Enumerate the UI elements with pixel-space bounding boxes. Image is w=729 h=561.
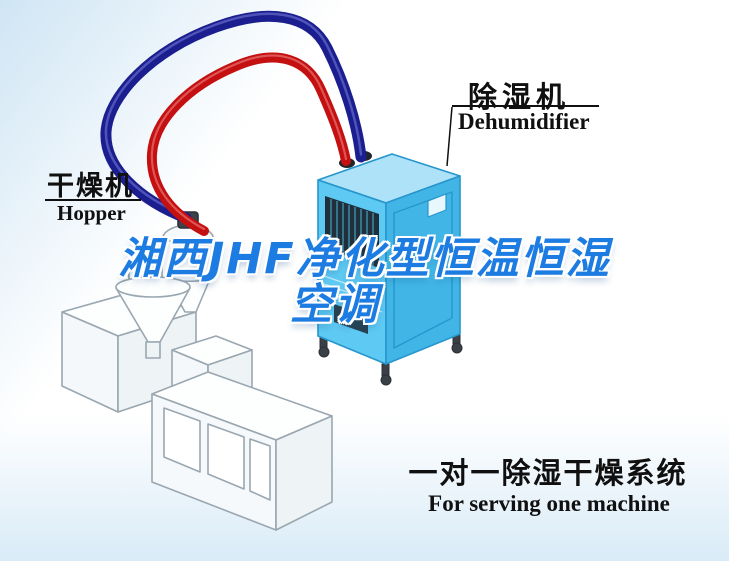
- hopper-assembly: [115, 211, 215, 359]
- hopper-funnel-rim: [115, 276, 191, 298]
- dryer-label-cn: 干燥机: [47, 171, 134, 202]
- dry-air-pipe-highlight: [150, 54, 348, 231]
- watermark-text: 湘西JHF净化型恒温恒湿 空调: [0, 234, 729, 330]
- air-inlet-grille-slats: [330, 199, 374, 266]
- system-title-en: For serving one machine: [428, 491, 670, 516]
- dry-air-pipe: [146, 52, 351, 236]
- hopper-funnel-stem: [145, 341, 161, 359]
- front-louvers: [323, 275, 383, 313]
- return-air-pipe-highlight: [104, 12, 363, 217]
- cabinet-door-panel: [207, 423, 245, 490]
- cabinet-door-panel: [249, 438, 271, 501]
- dehumidifier-leader-line: [446, 106, 453, 167]
- system-title-cn: 一对一除湿干燥系统: [408, 456, 688, 490]
- air-outlet-grille: [334, 304, 368, 334]
- dehumidifier-label-en: Dehumidifier: [458, 109, 590, 134]
- watermark-line2: 空调: [289, 279, 380, 330]
- air-inlet-grille: [325, 196, 379, 268]
- dehumidifier-side-face: [385, 175, 461, 365]
- dryer-label-en: Hopper: [57, 201, 126, 225]
- cabinet-side-face: [275, 415, 333, 531]
- dehumidifier-unit: [317, 151, 463, 386]
- watermark-line1: 湘西JHF净化型恒温恒湿: [118, 234, 611, 284]
- cabinet-door-panel: [163, 407, 201, 473]
- control-display: [427, 193, 447, 218]
- dehumidifier-casters: [318, 331, 463, 386]
- dehumidifier-label-cn: 除湿机: [468, 80, 571, 114]
